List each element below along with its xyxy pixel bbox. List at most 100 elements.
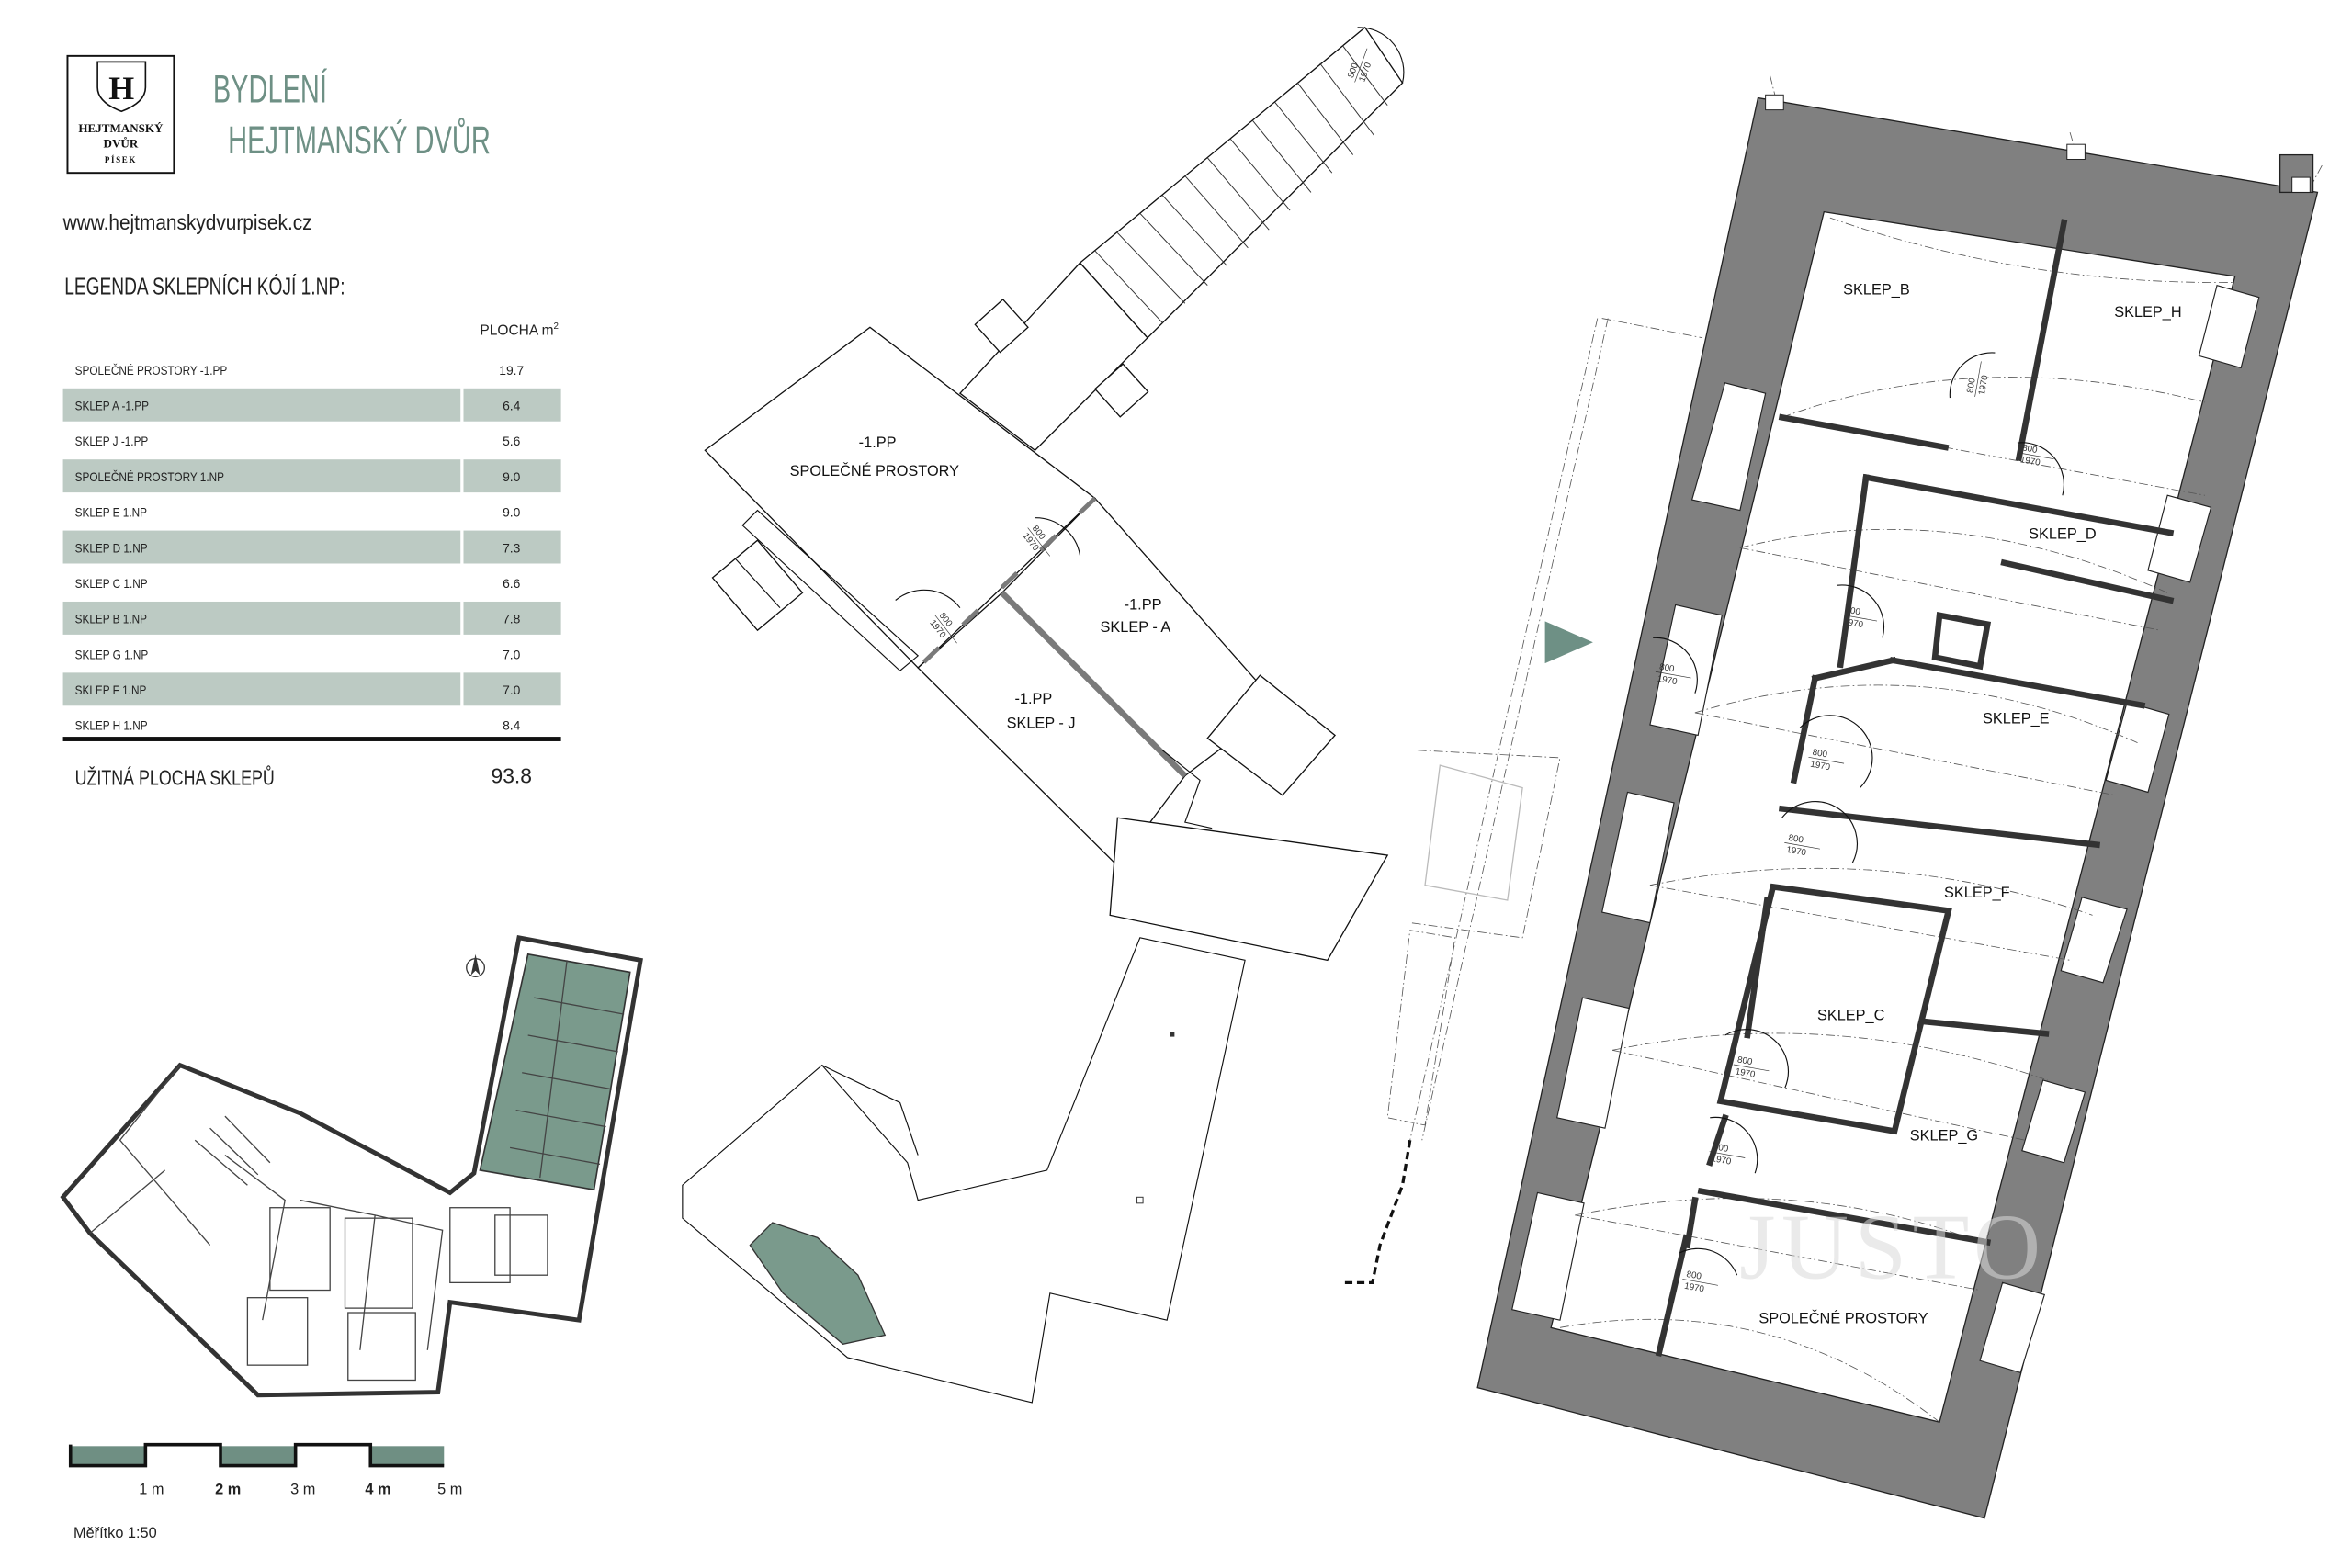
door-height: 1970 xyxy=(1711,1154,1733,1168)
title-line2: HEJTMANSKÝ DVŮR xyxy=(228,117,491,162)
door-height: 1970 xyxy=(1657,674,1679,688)
door-height: 1970 xyxy=(1977,374,1991,396)
stair-highlight xyxy=(749,1222,887,1346)
scale-bar: 1 m 2 m 3 m 4 m 5 m Měřítko 1:50 xyxy=(68,1442,462,1541)
room-label-sklep-g: SKLEP_G xyxy=(1910,1127,1978,1144)
legend-row-area: 19.7 xyxy=(499,363,524,378)
room-label-sklep-e: SKLEP_E xyxy=(1983,710,2050,727)
door-width: 800 xyxy=(1965,377,1978,394)
key-plan xyxy=(60,934,643,1398)
room-level-label: -1.PP xyxy=(859,434,897,451)
door-width: 800 xyxy=(1845,605,1862,618)
door-tag-divider xyxy=(934,615,957,644)
area-header-text: PLOCHA m xyxy=(480,323,553,339)
title-line1: BYDLENÍ xyxy=(213,67,327,110)
logo: H HEJTMANSKÝ DVŮR PÍSEK xyxy=(66,54,175,175)
row-shade xyxy=(62,601,461,635)
room-level-label: -1.PP xyxy=(1014,691,1052,707)
room-name-label: SKLEP - J xyxy=(1007,715,1076,731)
scale-label-1m: 1 m xyxy=(139,1482,164,1498)
watermark: JUSTO xyxy=(1739,1195,2047,1298)
door-tag-divider xyxy=(1733,1064,1770,1072)
door-height: 1970 xyxy=(1785,845,1807,859)
door-width: 800 xyxy=(1736,1055,1754,1067)
legend-row: SPOLEČNÉ PROSTORY -1.PP 19.7 xyxy=(75,363,525,378)
row-shade xyxy=(62,459,461,493)
legend-row: SKLEP E 1.NP 9.0 xyxy=(75,505,521,520)
legend-row-area: 8.4 xyxy=(503,718,521,733)
legend-row-name: SKLEP G 1.NP xyxy=(75,647,149,661)
entrance-arrow-icon xyxy=(1544,621,1593,664)
logo-line3: PÍSEK xyxy=(105,155,137,164)
door-tag-divider xyxy=(1682,1279,1718,1286)
legend-row-name: SKLEP B 1.NP xyxy=(75,612,147,626)
legend-row-name: SKLEP E 1.NP xyxy=(75,505,147,520)
legend-row-area: 9.0 xyxy=(503,469,521,484)
door-width: 800 xyxy=(2021,443,2039,456)
room-name-label: SPOLEČNÉ PROSTORY xyxy=(790,462,959,479)
legend-row-name: SKLEP F 1.NP xyxy=(75,682,147,697)
row-shade xyxy=(463,459,561,493)
area-header-sup: 2 xyxy=(554,321,559,332)
door-width: 800 xyxy=(1812,748,1829,761)
legend-row-area: 7.0 xyxy=(503,682,521,697)
area-column-header: PLOCHA m2 xyxy=(480,321,559,339)
cellar-highlight xyxy=(479,953,631,1191)
total-value: 93.8 xyxy=(492,764,532,788)
door-tag-divider xyxy=(2018,452,2054,460)
door-height: 1970 xyxy=(1735,1066,1757,1080)
logo-line2: DVŮR xyxy=(104,136,139,150)
legend-row-name: SKLEP H 1.NP xyxy=(75,718,148,733)
legend-row-area: 6.4 xyxy=(503,398,521,412)
legend-row-area: 7.0 xyxy=(503,647,521,661)
row-shade xyxy=(62,388,461,422)
legend-row-name: SPOLEČNÉ PROSTORY -1.PP xyxy=(75,363,228,378)
legend-row: SKLEP A -1.PP 6.4 xyxy=(62,388,561,422)
door-height: 1970 xyxy=(2019,455,2041,468)
legend-row: SKLEP G 1.NP 7.0 xyxy=(75,647,521,661)
door-tag-divider xyxy=(1354,48,1368,83)
room-label-sklep-b: SKLEP_B xyxy=(1843,281,1910,298)
website-link[interactable]: www.hejtmanskydvurpisek.cz xyxy=(62,210,312,234)
door-width: 800 xyxy=(1658,662,1676,675)
outer-wall xyxy=(1476,96,2319,1519)
total-divider xyxy=(62,737,561,741)
door-tag-divider xyxy=(1784,842,1820,850)
legend-heading: LEGENDA SKLEPNÍCH KÓJÍ 1.NP: xyxy=(64,272,345,299)
legend-row-name: SKLEP A -1.PP xyxy=(75,399,149,413)
ground-floor-plan: JUSTO SKLEP_B SKLEP_H SKLEP_D SKLEP_E SK… xyxy=(895,74,2323,1519)
total-label: UŽITNÁ PLOCHA SKLEPŮ xyxy=(75,765,275,789)
scale-label-2m: 2 m xyxy=(215,1482,241,1498)
room-label-sklep-d: SKLEP_D xyxy=(2029,526,2096,543)
room-label-spolecne-prostory: SPOLEČNÉ PROSTORY xyxy=(1758,1309,1928,1326)
scale-caption: Měřítko 1:50 xyxy=(74,1525,157,1541)
room-level-label: -1.PP xyxy=(1125,596,1162,613)
legend-row-name: SKLEP C 1.NP xyxy=(75,576,148,591)
room-label-sklep-f: SKLEP_F xyxy=(1944,885,2010,901)
legend-row-name: SKLEP D 1.NP xyxy=(75,540,148,555)
door-tag-divider xyxy=(1027,527,1051,557)
scale-label-5m: 5 m xyxy=(437,1482,462,1498)
room-label-sklep-c: SKLEP_C xyxy=(1817,1008,1885,1024)
door-height: 1970 xyxy=(1842,617,1864,631)
legend-row: SKLEP H 1.NP 8.4 xyxy=(75,718,521,733)
door-width: 800 xyxy=(1686,1269,1703,1282)
legend-row-name: SKLEP J -1.PP xyxy=(75,434,149,448)
logo-letter: H xyxy=(108,70,134,107)
legend-row-area: 9.0 xyxy=(503,505,521,520)
logo-line1: HEJTMANSKÝ xyxy=(78,121,164,135)
door-tag-divider xyxy=(1655,671,1691,679)
